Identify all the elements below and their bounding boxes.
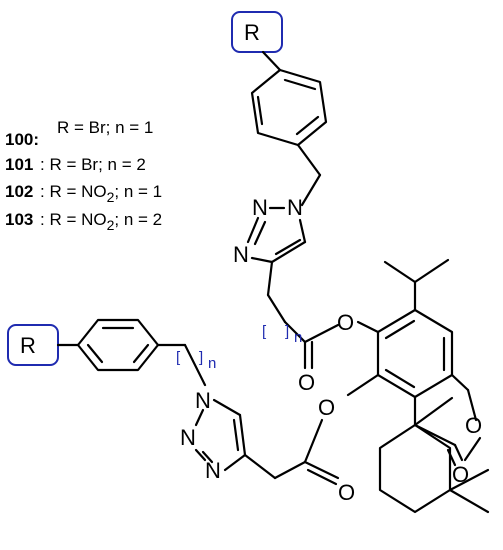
upper-triazole: N N N: [233, 195, 307, 344]
lower-n3: N: [205, 458, 221, 483]
compound-101-label: : R = Br; n = 2: [40, 155, 146, 174]
compound-102-label: : R = NO2; n = 1: [40, 182, 162, 205]
compound-list: R = Br; n = 1 100: 101 : R = Br; n = 2 1…: [5, 118, 162, 233]
lower-n-bracket: [ ] n: [176, 349, 216, 372]
compound-103-id: 103: [5, 210, 33, 229]
upper-n1: N: [287, 195, 303, 220]
upper-ester-o: O: [337, 310, 354, 335]
bridge-o: O: [465, 413, 482, 438]
compound-101-id: 101: [5, 155, 33, 174]
compound-102-id: 102: [5, 182, 33, 201]
lower-n-label: n: [208, 355, 216, 372]
upper-n-label: n: [294, 329, 302, 346]
lower-r-atom: R: [20, 333, 36, 358]
lower-bracket-close: ]: [199, 349, 203, 366]
upper-r-atom: R: [244, 20, 260, 45]
lower-carbonyl-o: O: [338, 480, 355, 505]
lower-n2: N: [180, 425, 196, 450]
lower-triazole: N N N O: [180, 388, 355, 505]
upper-n-bracket: [ ] n: [262, 323, 302, 346]
lower-bracket-open: [: [176, 349, 181, 366]
compound-103-label: : R = NO2; n = 2: [40, 210, 162, 233]
lower-n1: N: [195, 388, 211, 413]
upper-bracket-open: [: [262, 323, 267, 340]
core-aromatic-ring: O: [318, 258, 454, 420]
lower-aryl-group: R: [7, 318, 207, 387]
upper-r-box: [231, 11, 283, 53]
compound-100-id: 100:: [5, 130, 39, 149]
compound-100-label: R = Br; n = 1: [57, 118, 153, 137]
lower-ester-o: O: [318, 395, 335, 420]
upper-n3: N: [233, 242, 249, 267]
upper-ester: O O: [298, 310, 380, 395]
upper-n2: N: [252, 195, 268, 220]
upper-aryl-group: R: [231, 11, 328, 207]
fused-ring-system: O O: [378, 373, 490, 514]
upper-carbonyl-o: O: [298, 370, 315, 395]
upper-bracket-close: ]: [285, 323, 289, 340]
lactone-carbonyl-o: O: [452, 462, 469, 487]
